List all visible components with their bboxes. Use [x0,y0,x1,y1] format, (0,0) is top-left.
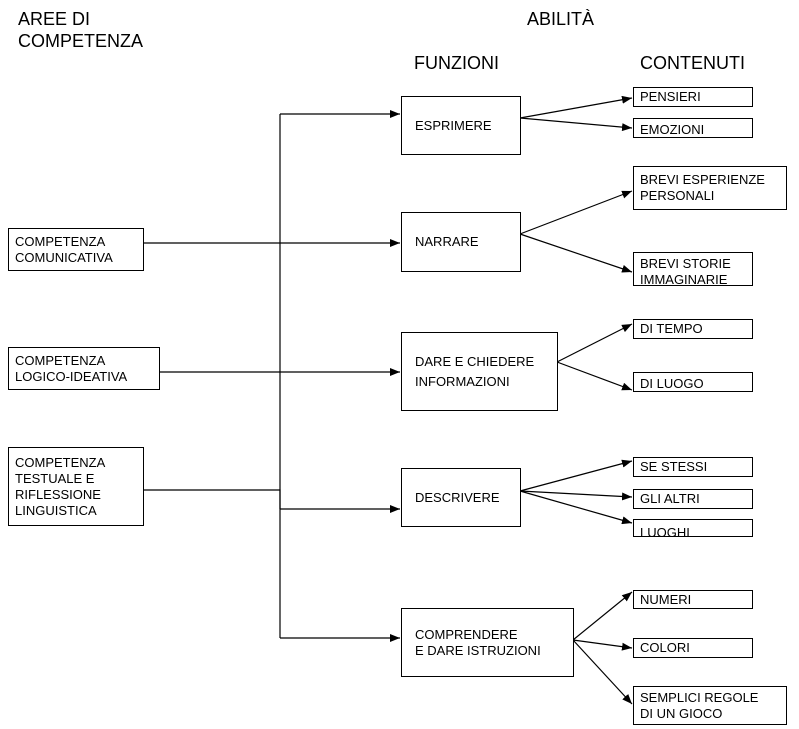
content-label: BREVI ESPERIENZE PERSONALI [640,172,765,203]
area-box-testuale: COMPETENZA TESTUALE E RIFLESSIONE LINGUI… [8,447,144,526]
heading-contenuti: CONTENUTI [640,53,745,73]
connector-descrivere-se-stessi [519,459,633,492]
content-box-gli-altri: GLI ALTRI [633,489,753,509]
function-box-descrivere: DESCRIVERE [401,468,521,527]
content-label: LUOGHI [640,525,690,537]
area-box-comunicativa: COMPETENZA COMUNICATIVA [8,228,144,271]
function-label: NARRARE [415,234,479,249]
function-label: ESPRIMERE [415,117,492,133]
connector-testuale-spine [143,489,281,509]
function-box-dare-chiedere-informazioni: DARE E CHIEDERE INFORMAZIONI [401,332,558,411]
content-label: DI TEMPO [640,321,703,336]
heading-funzioni: FUNZIONI [414,53,499,73]
content-label: DI LUOGO [640,376,704,391]
content-box-pensieri: PENSIERI [633,87,753,107]
content-label: BREVI STORIE IMMAGINARIE [640,256,731,286]
connector-narrare-storie [519,233,633,273]
content-label: NUMERI [640,592,692,607]
connector-comprendere-colori [572,639,633,651]
connector-comprendere-regole [572,639,633,705]
content-box-semplici-regole: SEMPLICI REGOLE DI UN GIOCO [633,686,787,725]
connector-esprimere-emozioni [519,117,633,132]
function-label: DARE E CHIEDERE INFORMAZIONI [415,353,535,389]
connector-informazioni-luogo [556,361,633,391]
content-box-numeri: NUMERI [633,590,753,609]
connector-descrivere-luoghi [519,490,633,525]
area-label: COMPETENZA COMUNICATIVA [15,233,113,265]
content-label: SE STESSI [640,459,708,474]
connector-descrivere-altri [519,490,633,501]
area-label: COMPETENZA TESTUALE E RIFLESSIONE LINGUI… [15,454,106,518]
content-label: PENSIERI [640,89,701,104]
content-box-brevi-esperienze: BREVI ESPERIENZE PERSONALI [633,166,787,210]
connector-comprendere-numeri [572,591,633,641]
connector-esprimere-pensieri [519,95,633,119]
content-box-luoghi: LUOGHI [633,519,753,537]
function-label: DESCRIVERE [415,489,500,505]
content-box-emozioni: EMOZIONI [633,118,753,138]
content-label: COLORI [640,640,690,655]
content-box-di-tempo: DI TEMPO [633,319,753,339]
heading-abilita: ABILITÀ [527,9,595,29]
area-box-logico-ideativa: COMPETENZA LOGICO-IDEATIVA [8,347,160,390]
content-label: SEMPLICI REGOLE DI UN GIOCO [640,690,759,721]
content-box-se-stessi: SE STESSI [633,457,753,477]
content-box-di-luogo: DI LUOGO [633,372,753,392]
connector-informazioni-tempo [556,323,633,363]
area-label: COMPETENZA LOGICO-IDEATIVA [15,352,128,384]
function-box-narrare: NARRARE [401,212,521,272]
function-box-esprimere: ESPRIMERE [401,96,521,155]
content-box-colori: COLORI [633,638,753,658]
content-label: EMOZIONI [640,122,705,137]
heading-aree-di-competenza: AREE DI COMPETENZA [18,9,144,51]
content-box-brevi-storie: BREVI STORIE IMMAGINARIE [633,252,753,286]
content-label: GLI ALTRI [640,491,700,506]
function-box-comprendere-istruzioni: COMPRENDERE E DARE ISTRUZIONI [401,608,574,677]
connector-narrare-esperienze [519,190,633,235]
function-label: COMPRENDERE E DARE ISTRUZIONI [415,626,541,658]
